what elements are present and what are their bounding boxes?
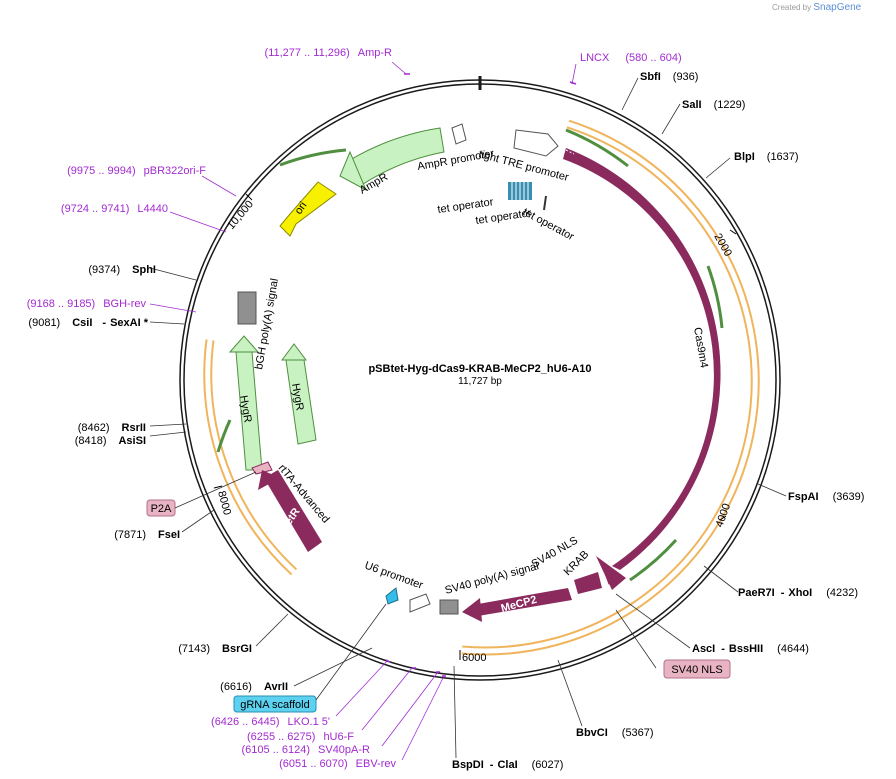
grna-arrow: [385, 587, 399, 605]
site-asisi: (8418)AsiSI: [75, 435, 146, 447]
primer-sv40pa-r: (6105 .. 6124)SV40pA-R: [242, 744, 371, 756]
plasmid-name: pSBtet-Hyg-dCas9-KRAB-MeCP2_hU6-A10: [368, 363, 591, 375]
snapgene-credit: Created by SnapGene: [772, 2, 861, 13]
site-sali: SalI(1229): [682, 99, 745, 111]
site-fspai: FspAI(3639): [788, 491, 864, 503]
site-leader-lines: [149, 77, 787, 759]
site-sbfi: SbfI(936): [640, 71, 698, 83]
tick-6000: 6000: [462, 652, 486, 664]
p2a-block: [251, 461, 273, 475]
site-fsei: (7871)FseI: [114, 529, 180, 541]
u6-promoter-arrow: [409, 593, 431, 613]
green-arc-3: [629, 538, 678, 582]
primer-lncx: LNCX(580 .. 604): [580, 52, 682, 64]
krab-block: [574, 572, 602, 594]
site-asci-bsshii: AscI-BssHII(4644): [692, 643, 809, 655]
site-bsrgi: (7143)BsrGI: [178, 643, 252, 655]
primer-l4440: (9724 .. 9741)L4440: [61, 203, 168, 215]
tick-4000: 4000: [714, 502, 734, 529]
label-cas9m4: Cas9m4: [691, 326, 710, 368]
label-bgh-polya: bGH poly(A) signal: [253, 278, 281, 371]
label-hygr-outer: HygR: [237, 394, 254, 423]
snapgene-logo: SnapGene: [813, 2, 862, 13]
tight-tre-promoter-arrow: [513, 129, 559, 157]
site-avrii: (6616)AvrII: [220, 681, 288, 693]
cas9-arrowhead: [596, 556, 626, 590]
ampr-arrow: [349, 127, 445, 187]
plasmid-length: 11,727 bp: [458, 376, 502, 387]
ori-arrow: [279, 181, 337, 237]
rtetr-arrow: [264, 470, 322, 552]
primer-lko: (6426 .. 6445)LKO.1 5': [211, 716, 330, 728]
primer-amp-r: (11,277 .. 11,296)Amp-R: [265, 47, 392, 59]
site-blpi: BlpI(1637): [734, 151, 799, 163]
site-csii-sexai: (9081)CsiI-SexAI *: [28, 317, 148, 329]
cas9-arc: [563, 148, 721, 570]
green-arc-1: [565, 128, 629, 168]
sv40-nls-block: [602, 567, 612, 585]
bgh-polya-box: [237, 291, 257, 325]
p2a-label-box: P2A: [146, 499, 176, 517]
credit-prefix: Created by: [772, 3, 812, 12]
green-arc-4: [216, 419, 232, 453]
tick-8000: 8000: [215, 490, 233, 517]
primer-ticks: [385, 73, 577, 677]
grna-scaffold-label-box: gRNA scaffold: [233, 695, 317, 713]
label-u6: U6 promoter: [363, 560, 425, 592]
primer-ebv-rev: (6051 .. 6070)EBV-rev: [279, 758, 396, 770]
sv40-polya-box: [439, 599, 459, 615]
label-hygr-inner: HygR: [289, 382, 306, 411]
site-rsrii: (8462)RsrII: [78, 422, 146, 434]
site-bspdi-clai: BspDI-ClaI(6027): [452, 759, 563, 771]
label-tet-op-3: tet operator: [521, 206, 577, 243]
green-arc-2: [706, 265, 724, 329]
green-arc-5: [279, 148, 347, 167]
site-paer7i-xhoi: PaeR7I-XhoI(4232): [738, 587, 858, 599]
label-tight-tre: tight TRE promoter: [477, 148, 570, 184]
sv40-nls-label: SV40 NLS: [671, 664, 722, 676]
primer-hu6-f: (6255 .. 6275)hU6-F: [247, 731, 354, 743]
primer-leader-lines: [149, 61, 577, 761]
site-bbvci: BbvCI(5367): [576, 727, 654, 739]
p2a-label: P2A: [151, 503, 172, 515]
mecp2-block: [478, 588, 572, 616]
ampr-promoter-arrow: [451, 123, 467, 145]
primer-pbr322ori: (9975 .. 9994)pBR322ori-F: [67, 165, 206, 177]
grna-scaffold-label: gRNA scaffold: [240, 699, 310, 711]
primer-bgh-rev: (9168 .. 9185)BGH-rev: [27, 298, 147, 310]
tet-operator-block: [508, 182, 547, 211]
label-ori: ori: [293, 200, 310, 217]
label-sv40-polya: SV40 poly(A) signal: [444, 560, 540, 597]
site-sphi: (9374)SphI: [88, 264, 156, 276]
sv40-nls-label-box: SV40 NLS: [663, 659, 731, 679]
